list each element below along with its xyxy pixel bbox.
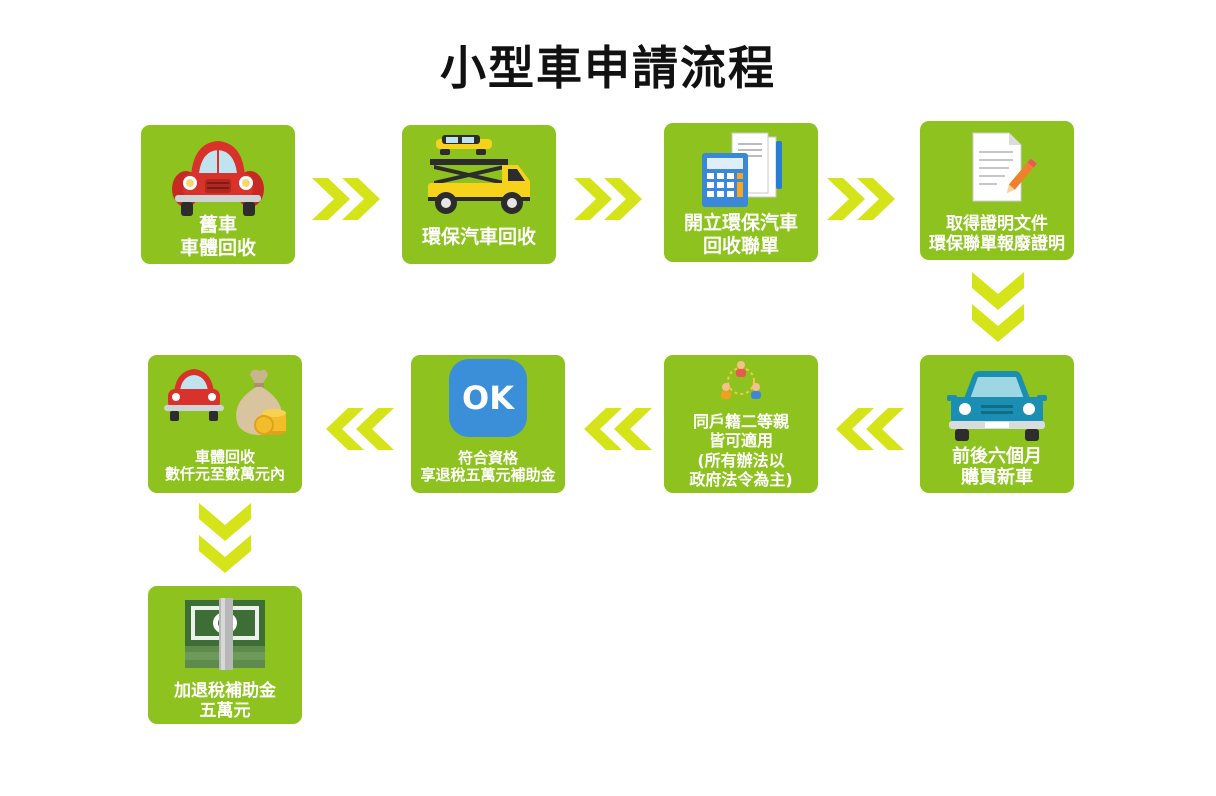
ok-badge-text: OK: [462, 379, 514, 417]
step-1-label: 舊車車體回收: [179, 214, 256, 259]
calculator-document-icon: [696, 131, 786, 209]
step-8-label: 車體回收數仟元至數萬元內: [164, 447, 285, 484]
arrow-left-2: [584, 408, 652, 450]
car-money-bag-icon: [160, 363, 290, 439]
step-6-label: 同戶籍二等親皆可適用 (所有辦法以政府法令為主): [689, 412, 793, 489]
step-7-label: 符合資格享退稅五萬元補助金: [420, 448, 556, 485]
step-2-box: 環保汽車回收: [402, 125, 556, 264]
arrow-left-1: [836, 408, 904, 450]
step-3-label: 開立環保汽車回收聯單: [683, 212, 798, 257]
step-9-label: 加退稅補助金五萬元: [174, 680, 276, 721]
arrow-down-1: [972, 272, 1024, 342]
red-beetle-car-icon: [169, 133, 267, 217]
step-5-label: 前後六個月購買新車: [952, 445, 1042, 488]
arrow-right-1: [312, 178, 380, 220]
step-6-box: 同戶籍二等親皆可適用 (所有辦法以政府法令為主): [664, 355, 818, 493]
step-9-box: 加退稅補助金五萬元: [148, 586, 302, 724]
step-4-box: 取得證明文件環保聯單報廢證明: [920, 121, 1074, 260]
document-pen-icon: [957, 129, 1037, 205]
arrow-right-3: [827, 178, 895, 220]
page-title: 小型車申請流程: [440, 41, 776, 95]
ok-badge-icon: OK: [449, 359, 527, 437]
family-circle-icon: [717, 359, 765, 401]
tow-truck-icon: [424, 135, 534, 217]
step-5-box: 前後六個月購買新車: [920, 355, 1074, 493]
arrow-down-2: [199, 503, 251, 573]
arrow-right-2: [574, 178, 642, 220]
step-1-box: 舊車車體回收: [141, 125, 295, 264]
step-4-label: 取得證明文件環保聯單報廢證明: [929, 213, 1065, 254]
cash-bundle-icon: [181, 596, 269, 672]
step-3-box: 開立環保汽車回收聯單: [664, 123, 818, 262]
arrow-left-3: [326, 408, 394, 450]
blue-new-car-icon: [945, 365, 1049, 443]
step-7-box: OK 符合資格享退稅五萬元補助金: [411, 355, 565, 493]
step-8-box: 車體回收數仟元至數萬元內: [148, 355, 302, 493]
step-2-label: 環保汽車回收: [421, 225, 536, 248]
